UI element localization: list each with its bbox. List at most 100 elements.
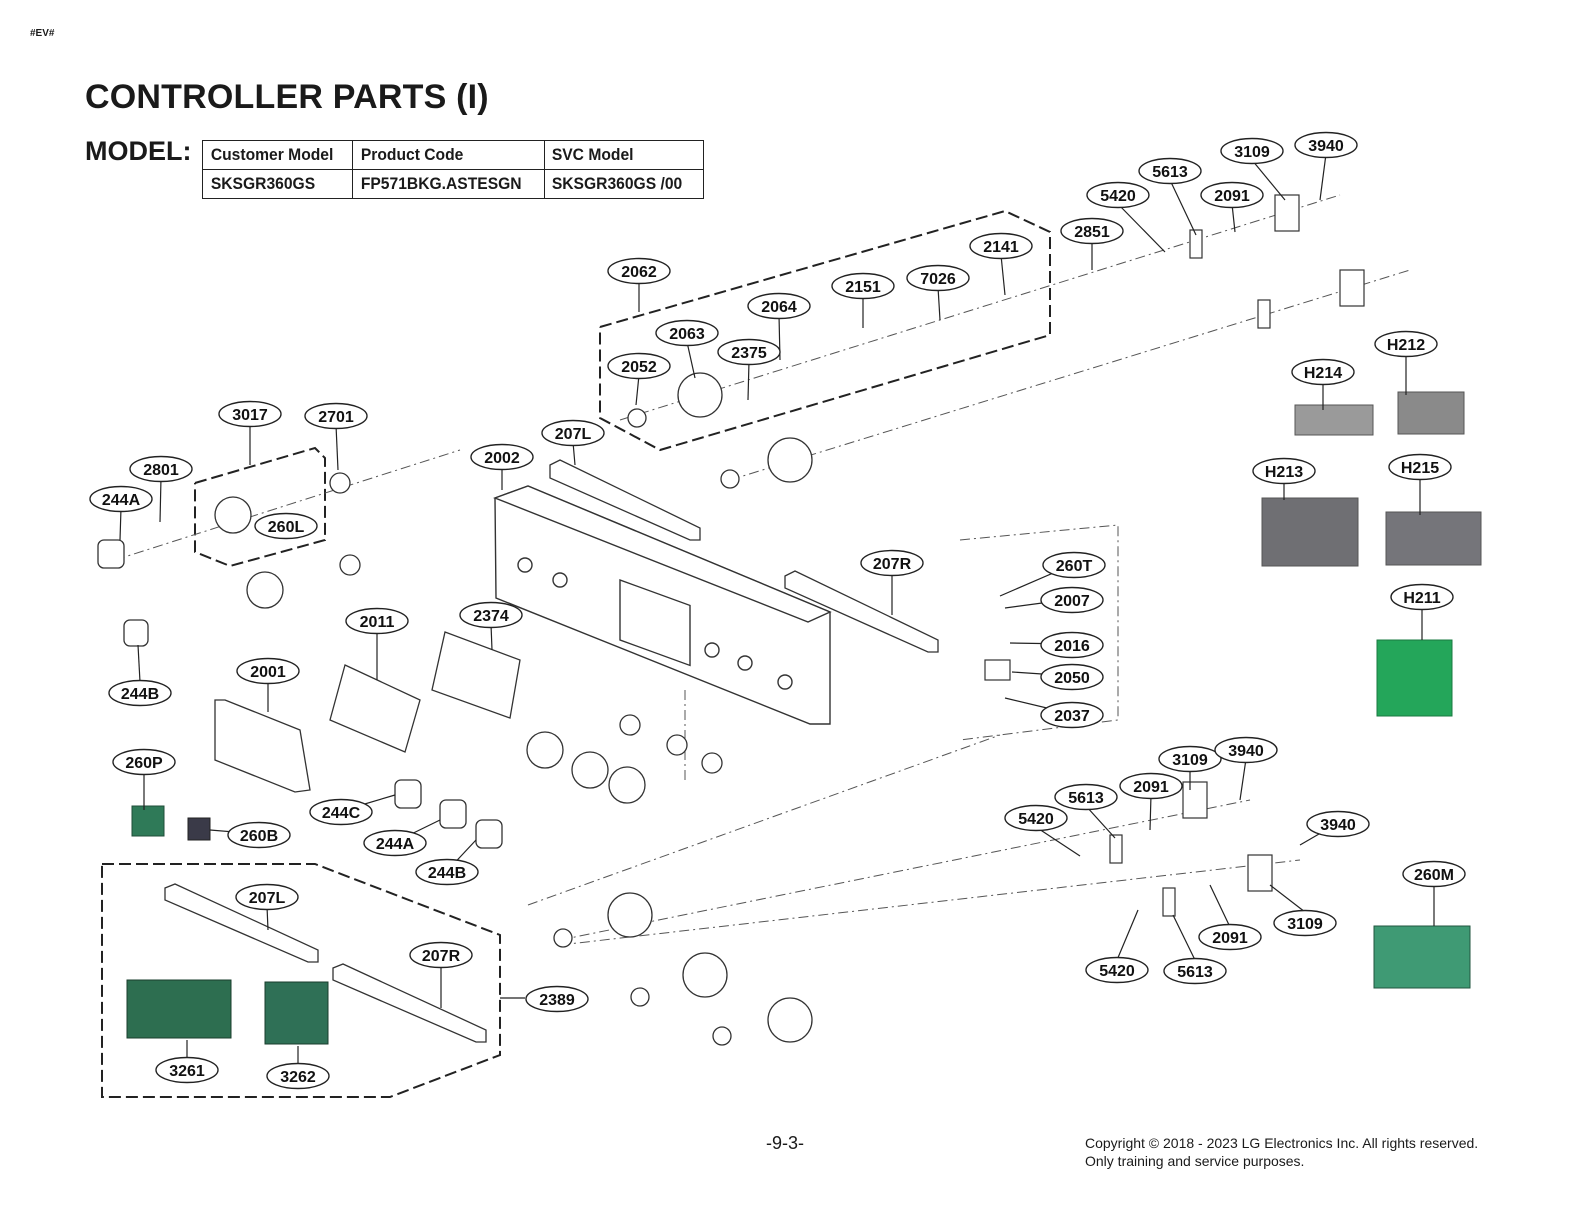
callout-bubble <box>236 657 300 685</box>
callout-label: 2374 <box>473 608 509 625</box>
display-frame-2001 <box>214 699 311 793</box>
photo-h213 <box>1261 497 1359 567</box>
callout-label: 2375 <box>731 345 767 362</box>
callout-label: 244A <box>102 492 141 509</box>
callout-2037: 2037 <box>1040 701 1104 729</box>
callout-244a: 244A <box>89 485 153 513</box>
callout-207r: 207R <box>860 549 924 577</box>
photo-260m <box>1373 925 1471 989</box>
callout-bubble <box>345 607 409 635</box>
callout-label: 3940 <box>1320 817 1356 834</box>
callout-207l: 207L <box>541 419 605 447</box>
callout-bubble <box>1402 860 1466 888</box>
callout-bubble <box>1085 956 1149 984</box>
callout-h213: H213 <box>1252 457 1316 485</box>
callout-bubble <box>655 319 719 347</box>
callout-label: 2011 <box>360 614 395 631</box>
callout-label: 7026 <box>920 271 956 288</box>
callout-label: 244C <box>322 805 361 822</box>
callout-label: 260M <box>1414 867 1454 884</box>
callout-label: 244A <box>376 836 415 853</box>
callout-label: 2001 <box>250 664 286 681</box>
callout-bubble <box>304 402 368 430</box>
callout-5420: 5420 <box>1004 804 1068 832</box>
callout-label: 3940 <box>1228 743 1264 760</box>
callout-bubble <box>459 601 523 629</box>
callout-bubble <box>227 821 291 849</box>
callout-207l: 207L <box>235 883 299 911</box>
axis-line-upper-front <box>729 269 1411 481</box>
callout-2091: 2091 <box>1119 772 1183 800</box>
callout-5420: 5420 <box>1085 956 1149 984</box>
callout-2091: 2091 <box>1200 181 1264 209</box>
callout-label: 3261 <box>169 1063 205 1080</box>
callout-260b: 260B <box>227 821 291 849</box>
callout-label: 3109 <box>1234 144 1270 161</box>
callout-bubble <box>1200 181 1264 209</box>
callout-label: 5613 <box>1177 964 1213 981</box>
copyright-line-2: Only training and service purposes. <box>1085 1153 1305 1169</box>
callout-5613: 5613 <box>1163 957 1227 985</box>
axis-line-lower-rear <box>559 799 1251 941</box>
callout-label: 260P <box>125 755 163 772</box>
callout-label: 2141 <box>983 239 1019 256</box>
svc-model-value: SKSGR360GS /00 <box>543 169 691 199</box>
callout-bubble <box>717 338 781 366</box>
axis-line-left <box>114 449 461 561</box>
callout-2801: 2801 <box>129 455 193 483</box>
header-customer-model: Customer Model <box>202 140 342 170</box>
callout-2063: 2063 <box>655 319 719 347</box>
callout-bubble <box>254 512 318 540</box>
callout-label: 3017 <box>232 407 268 424</box>
callout-label: 2389 <box>539 992 575 1009</box>
copyright-notice: Copyright © 2018 - 2023 LG Electronics I… <box>1085 1134 1478 1170</box>
customer-model-value: SKSGR360GS <box>202 169 342 199</box>
callout-label: 207R <box>422 948 461 965</box>
callout-label: H212 <box>1387 337 1425 354</box>
callout-2050: 2050 <box>1040 663 1104 691</box>
callout-bubble <box>1040 586 1104 614</box>
callout-label: 2052 <box>621 359 657 376</box>
callout-3109: 3109 <box>1273 909 1337 937</box>
callout-bubble <box>1273 909 1337 937</box>
callout-2016: 2016 <box>1040 631 1104 659</box>
callout-7026: 7026 <box>906 264 970 292</box>
callout-bubble <box>1138 157 1202 185</box>
switch-modules <box>984 194 1365 917</box>
callout-label: 2091 <box>1133 779 1169 796</box>
callout-label: 207L <box>555 426 592 443</box>
callout-3940: 3940 <box>1294 131 1358 159</box>
callout-bubble <box>108 679 172 707</box>
callout-label: 5613 <box>1068 790 1104 807</box>
axis-line-upper-rear <box>619 194 1341 421</box>
callout-bubble <box>1198 923 1262 951</box>
callout-5613: 5613 <box>1054 783 1118 811</box>
callout-label: H211 <box>1403 590 1440 607</box>
callout-label: 2091 <box>1212 930 1248 947</box>
callout-bubble <box>129 455 193 483</box>
photo-3261 <box>126 979 232 1039</box>
callout-bubble <box>266 1062 330 1090</box>
callout-2151: 2151 <box>831 272 895 300</box>
callout-label: H214 <box>1304 365 1342 382</box>
callout-label: 2062 <box>621 264 657 281</box>
callout-3261: 3261 <box>155 1056 219 1084</box>
model-table-header-row: Customer Model Product Code SVC Model <box>202 140 704 170</box>
callout-bubble <box>1158 745 1222 773</box>
callout-2062: 2062 <box>607 257 671 285</box>
callout-bubble <box>112 748 176 776</box>
callout-bubble <box>1040 631 1104 659</box>
page-number: -9-3- <box>766 1133 805 1153</box>
callout-label: 207R <box>873 556 912 573</box>
callout-bubble <box>607 352 671 380</box>
callout-244b: 244B <box>108 679 172 707</box>
callout-2141: 2141 <box>969 232 1033 260</box>
callout-label: 2851 <box>1074 224 1110 241</box>
callout-label: 3109 <box>1287 916 1323 933</box>
callout-2064: 2064 <box>747 292 811 320</box>
callout-bubble <box>1252 457 1316 485</box>
callout-bubble <box>1163 957 1227 985</box>
header-product-code: Product Code <box>352 140 530 170</box>
callout-label: 260L <box>268 519 305 536</box>
